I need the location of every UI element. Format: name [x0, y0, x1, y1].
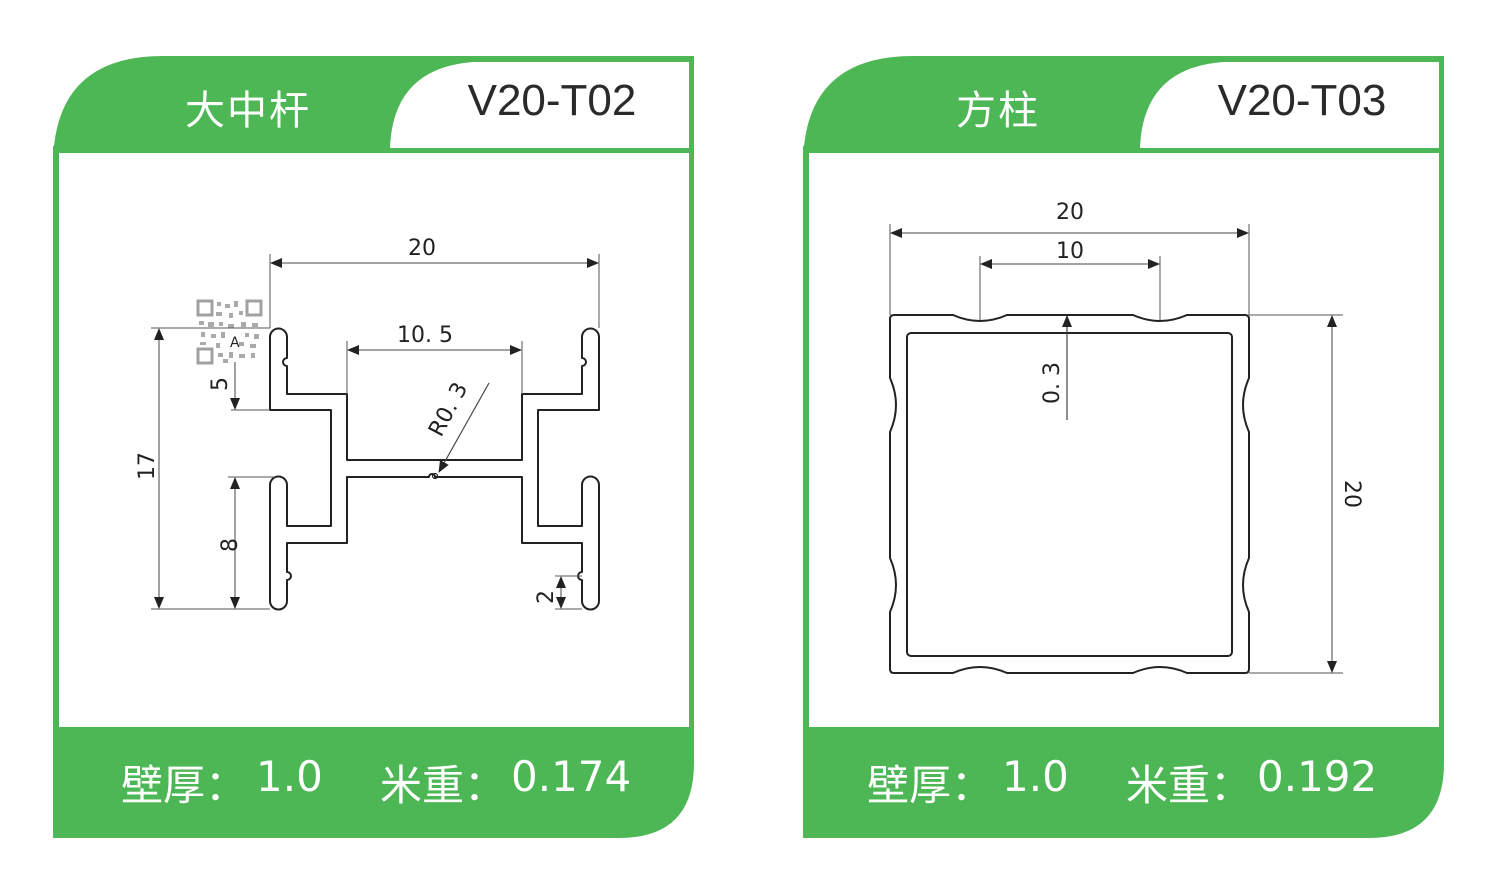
dim-overall-height	[1249, 314, 1343, 674]
profile-specs: 壁厚： 1.0 米重： 0.192	[803, 746, 1444, 816]
profile-specs: 壁厚： 1.0 米重： 0.174	[53, 746, 694, 816]
dim-groove-spacing	[979, 256, 1161, 320]
dim-notch-label: 2	[534, 590, 559, 604]
profile-model-code: V20-T03	[1217, 76, 1387, 125]
dim-overall-height	[151, 327, 270, 610]
profile-name: 方柱	[956, 88, 1040, 134]
footer-green-block	[803, 727, 1444, 838]
qr-code-icon	[196, 299, 263, 365]
watermark-letter: A	[230, 335, 240, 351]
weight-value: 0.192	[1257, 752, 1378, 801]
dim-radius-label: R0. 3	[424, 379, 473, 441]
header-model-tab	[1140, 62, 1439, 148]
dim-pocket-width	[346, 341, 523, 394]
dim-overall-height-label: 20	[1339, 480, 1364, 508]
profile-drawing: 20 10 0. 3 20	[889, 200, 1364, 674]
radius-point	[431, 472, 439, 480]
wall-thickness-label: 壁厚：	[867, 761, 994, 810]
frame-right	[1439, 56, 1444, 736]
weight-value: 0.174	[511, 752, 632, 801]
frame-right	[689, 56, 694, 736]
square-inner-outline	[906, 332, 1233, 657]
dim-groove-depth-label: 0. 3	[1040, 362, 1065, 404]
wall-thickness-label: 壁厚：	[121, 761, 248, 810]
profile-drawing: A 20 10. 5 R0. 3 17	[135, 236, 600, 611]
weight-label: 米重：	[380, 761, 507, 810]
profile-name: 大中杆	[185, 88, 311, 134]
wall-thickness-value: 1.0	[1002, 752, 1069, 801]
dim-lower-slot	[228, 476, 275, 609]
dim-upper-slot-label: 5	[208, 377, 233, 391]
profile-model-code: V20-T02	[467, 76, 637, 125]
header-model-tab	[390, 62, 689, 148]
dim-overall-width	[269, 254, 600, 328]
dim-lower-slot-label: 8	[218, 538, 243, 552]
dim-overall-height-label: 17	[135, 452, 160, 480]
frame-left	[53, 146, 59, 736]
dim-radius-leader	[438, 382, 490, 473]
square-outer-outline	[889, 314, 1250, 674]
dim-notch	[555, 575, 582, 610]
profile-card-v20-t02: 大中杆 V20-T02 A	[53, 56, 694, 838]
wall-thickness-value: 1.0	[256, 752, 323, 801]
profile-card-v20-t03: 方柱 V20-T03 20 10 0. 3	[803, 56, 1444, 838]
footer-green-block	[53, 727, 694, 838]
dim-overall-width-label: 20	[1056, 200, 1084, 225]
profile-outline	[269, 327, 600, 611]
dim-upper-slot	[230, 362, 270, 411]
dim-groove-spacing-label: 10	[1056, 239, 1084, 264]
weight-label: 米重：	[1126, 761, 1253, 810]
card-frame	[803, 56, 1444, 838]
dim-overall-width-label: 20	[408, 236, 436, 261]
dim-overall-width	[889, 224, 1250, 315]
card-frame	[53, 56, 694, 838]
dim-pocket-width-label: 10. 5	[397, 323, 453, 348]
frame-left	[803, 146, 809, 736]
